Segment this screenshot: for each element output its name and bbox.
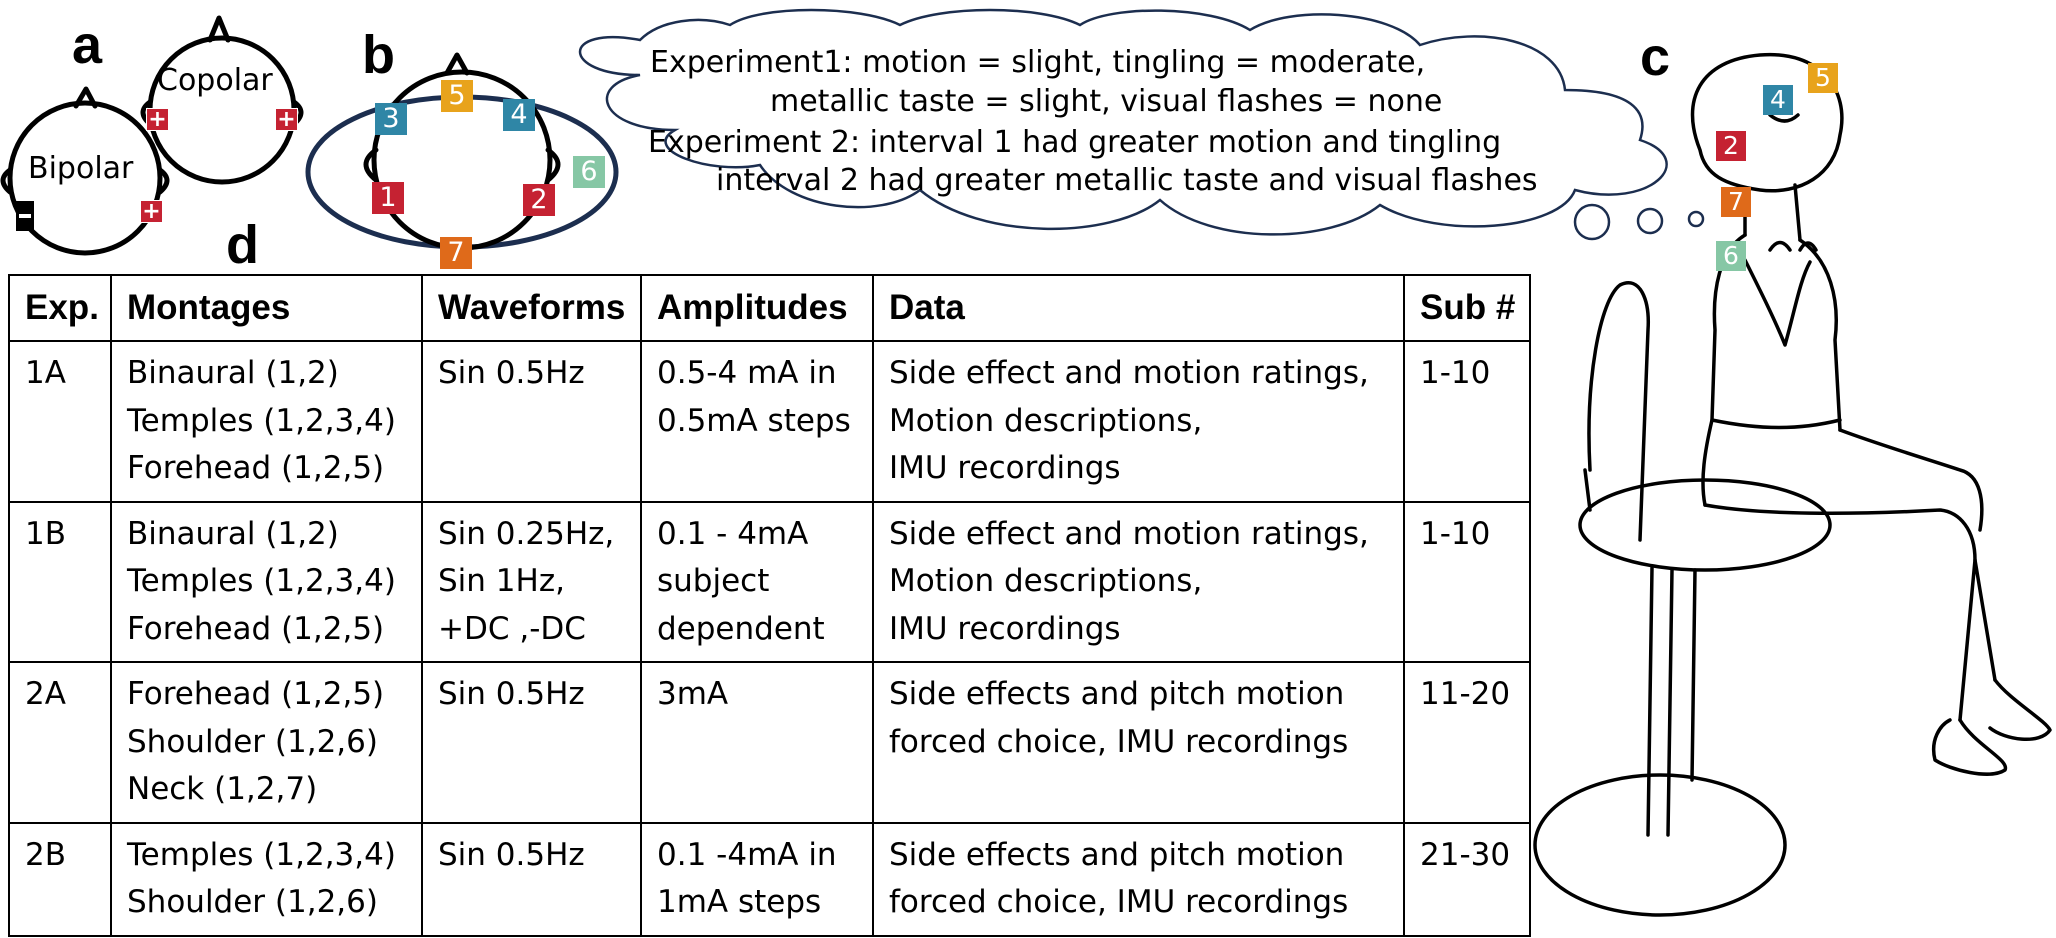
thought-line-1: Experiment1: motion = slight, tingling =… [650, 45, 1426, 80]
bipolar-left-minus-electrode [16, 201, 34, 231]
cell-montages: Binaural (1,2) Temples (1,2,3,4) Forehea… [110, 500, 423, 663]
cell-exp: 1A [8, 340, 112, 503]
cell-montages: Temples (1,2,3,4) Shoulder (1,2,6) [110, 821, 423, 937]
subject-electrode-7: 7 [1721, 187, 1751, 217]
electrode-4-marker: 4 [503, 99, 535, 131]
header-waveforms: Waveforms [421, 274, 642, 342]
cell-waveforms: Sin 0.5Hz [421, 661, 642, 824]
electrode-3-marker: 3 [375, 103, 407, 135]
header-sub: Sub # [1403, 274, 1531, 342]
header-amplitudes: Amplitudes [640, 274, 874, 342]
cell-data: Side effects and pitch motion forced cho… [872, 821, 1405, 937]
bipolar-head-diagram [0, 86, 170, 256]
cell-data: Side effect and motion ratings, Motion d… [872, 500, 1405, 663]
cell-amplitudes: 3mA [640, 661, 874, 824]
panel-label-a: a [72, 15, 103, 75]
cell-montages: Binaural (1,2) Temples (1,2,3,4) Forehea… [110, 340, 423, 503]
cell-exp: 1B [8, 500, 112, 663]
cell-sub: 21-30 [1403, 821, 1531, 937]
subject-electrode-6: 6 [1716, 241, 1746, 271]
cell-amplitudes: 0.1 -4mA in 1mA steps [640, 821, 874, 937]
electrode-1-marker: 1 [372, 182, 404, 214]
electrode-5-marker: 5 [441, 80, 473, 112]
panel-label-c: c [1640, 27, 1671, 87]
cell-waveforms: Sin 0.5Hz [421, 821, 642, 937]
copolar-head-diagram [140, 15, 304, 185]
table-row: 2A Forehead (1,2,5) Shoulder (1,2,6) Nec… [8, 661, 1531, 824]
cell-sub: 1-10 [1403, 500, 1531, 663]
electrode-7-marker: 7 [440, 237, 472, 269]
electrode-2-marker: 2 [523, 184, 555, 216]
header-data: Data [872, 274, 1405, 342]
panel-label-b: b [362, 25, 395, 85]
table-header-row: Exp. Montages Waveforms Amplitudes Data … [8, 274, 1531, 342]
cell-exp: 2B [8, 821, 112, 937]
table-row: 1B Binaural (1,2) Temples (1,2,3,4) Fore… [8, 500, 1531, 663]
cell-amplitudes: 0.5-4 mA in 0.5mA steps [640, 340, 874, 503]
table-row: 1A Binaural (1,2) Temples (1,2,3,4) Fore… [8, 340, 1531, 503]
cell-sub: 1-10 [1403, 340, 1531, 503]
copolar-left-plus-electrode: + [146, 108, 169, 131]
cell-data: Side effects and pitch motion forced cho… [872, 661, 1405, 824]
cell-data: Side effect and motion ratings, Motion d… [872, 340, 1405, 503]
cell-exp: 2A [8, 661, 112, 824]
table-row: 2B Temples (1,2,3,4) Shoulder (1,2,6) Si… [8, 821, 1531, 937]
bipolar-right-plus-electrode: + [140, 200, 163, 223]
cell-amplitudes: 0.1 - 4mA subject dependent [640, 500, 874, 663]
panel-label-d: d [226, 215, 259, 275]
thought-bubble [579, 8, 1705, 241]
header-montages: Montages [110, 274, 423, 342]
copolar-label: Copolar [157, 63, 273, 98]
cell-waveforms: Sin 0.5Hz [421, 340, 642, 503]
thought-line-3: Experiment 2: interval 1 had greater mot… [648, 125, 1502, 160]
cell-sub: 11-20 [1403, 661, 1531, 824]
subject-electrode-5: 5 [1808, 63, 1838, 93]
subject-electrode-4: 4 [1763, 85, 1793, 115]
electrode-6-marker: 6 [573, 156, 605, 188]
bipolar-label: Bipolar [28, 151, 134, 186]
experiment-table: Exp. Montages Waveforms Amplitudes Data … [8, 274, 1531, 937]
subject-electrode-2: 2 [1716, 131, 1746, 161]
cell-waveforms: Sin 0.25Hz, Sin 1Hz, +DC ,-DC [421, 500, 642, 663]
copolar-right-plus-electrode: + [275, 108, 298, 131]
seated-subject-drawing [1533, 52, 2052, 917]
thought-line-4: interval 2 had greater metallic taste an… [716, 163, 1538, 198]
thought-line-2: metallic taste = slight, visual flashes … [770, 84, 1443, 119]
header-exp: Exp. [8, 274, 112, 342]
cell-montages: Forehead (1,2,5) Shoulder (1,2,6) Neck (… [110, 661, 423, 824]
